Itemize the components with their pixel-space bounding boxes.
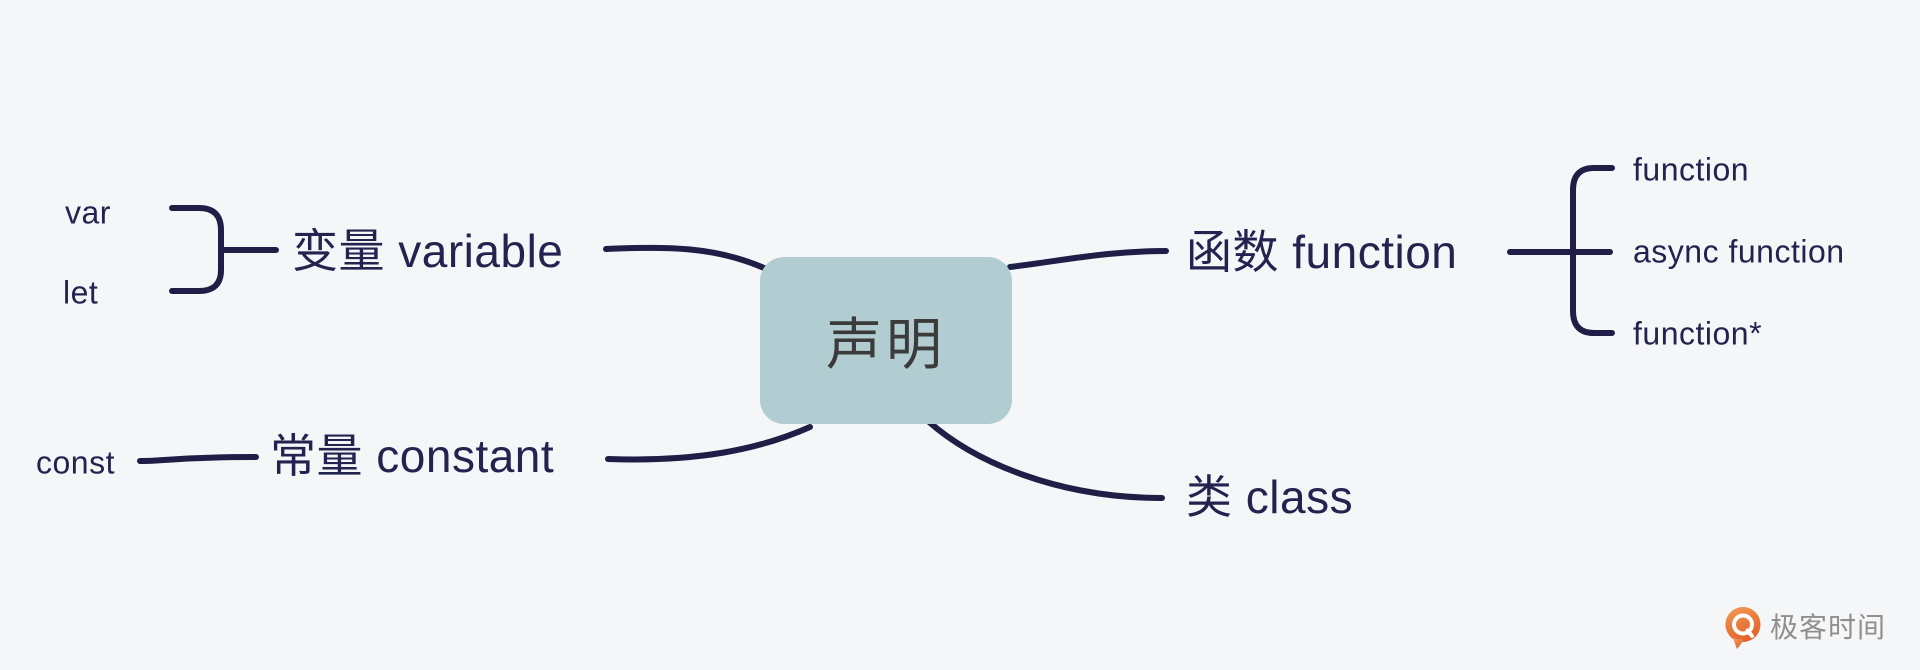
root-node-declaration[interactable]: 声明 xyxy=(760,257,1012,424)
edge-const-constant xyxy=(137,454,259,464)
node-function[interactable]: 函数 function xyxy=(1186,226,1458,279)
node-generator-function[interactable]: function* xyxy=(1633,315,1763,352)
root-node-label: 声明 xyxy=(826,313,946,376)
node-async-function[interactable]: async function xyxy=(1633,233,1845,270)
edge-variable-root xyxy=(603,244,767,271)
node-function-decl[interactable]: function xyxy=(1633,151,1750,188)
geektime-logo: 极客时间 xyxy=(1723,605,1886,651)
edge-constant-root xyxy=(605,424,813,463)
node-variable[interactable]: 变量 variable xyxy=(292,225,564,278)
bracket-var-let xyxy=(169,205,279,294)
edge-root-class xyxy=(925,418,1165,501)
node-constant[interactable]: 常量 constant xyxy=(270,430,555,483)
node-const[interactable]: const xyxy=(36,444,115,481)
node-var[interactable]: var xyxy=(65,194,111,231)
node-class[interactable]: 类 class xyxy=(1186,471,1354,524)
bracket-function-children xyxy=(1570,165,1615,336)
node-let[interactable]: let xyxy=(63,274,99,311)
geektime-logo-text: 极客时间 xyxy=(1770,612,1887,643)
edge-root-function xyxy=(1007,248,1169,270)
geektime-pin-icon xyxy=(1725,607,1761,649)
